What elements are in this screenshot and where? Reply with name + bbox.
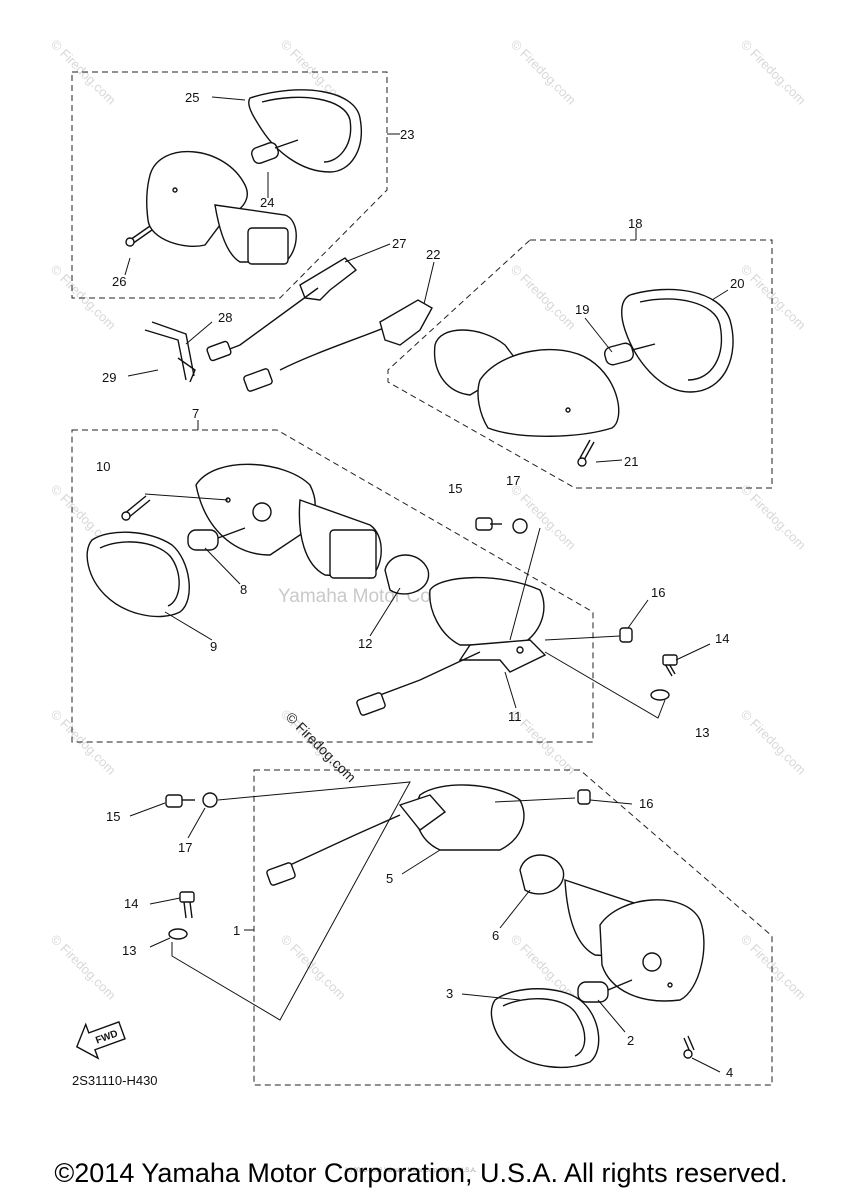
watermark-tile: © Firedog.com (738, 37, 809, 108)
lens-20 (621, 288, 734, 393)
bracket-11 (429, 576, 545, 646)
callout-27: 27 (392, 236, 406, 251)
grommet-6 (519, 854, 565, 895)
wire-harness-upper (127, 287, 409, 392)
assembly-7 (71, 420, 711, 743)
watermark-tile: © Firedog.com (48, 932, 119, 1003)
callout-21: 21 (624, 454, 638, 469)
watermark-tile: © Firedog.com (48, 262, 119, 333)
callout-1: 1 (233, 923, 240, 938)
bracket-27 (299, 257, 358, 301)
fwd-arrow-icon: FWD (75, 1021, 126, 1060)
bracket-22 (379, 299, 433, 346)
watermark-tile: © Firedog.com (738, 707, 809, 778)
lens-25 (248, 89, 362, 173)
clip-28 (177, 357, 196, 383)
callout-9: 9 (210, 639, 217, 654)
callout-8: 8 (240, 582, 247, 597)
callout-2: 2 (627, 1033, 634, 1048)
watermark-tile: © Firedog.com (508, 262, 579, 333)
callout-4: 4 (726, 1065, 733, 1080)
assembly-23 (71, 71, 400, 301)
callout-5: 5 (386, 871, 393, 886)
callout-24: 24 (260, 195, 274, 210)
callout-17: 17 (178, 840, 192, 855)
assembly-1 (129, 769, 773, 1086)
callout-26: 26 (112, 274, 126, 289)
callout-11: 11 (508, 709, 522, 724)
watermark-tile: © Firedog.com (738, 932, 809, 1003)
callout-13: 13 (122, 943, 136, 958)
assembly-18 (379, 228, 773, 489)
grommet-12 (384, 554, 430, 595)
group-box-23 (71, 71, 388, 299)
watermark-tile: © Firedog.com (738, 482, 809, 553)
callout-14: 14 (715, 631, 729, 646)
callout-12: 12 (358, 636, 372, 651)
callout-7: 7 (192, 406, 199, 421)
callout-3: 3 (446, 986, 453, 1001)
housing-18 (477, 348, 620, 437)
callout-19: 19 (575, 302, 589, 317)
housing-1 (599, 899, 705, 1002)
callout-13: 13 (695, 725, 709, 740)
callout-25: 25 (185, 90, 199, 105)
lens-9 (86, 531, 190, 618)
callout-22: 22 (426, 247, 440, 262)
group-box-1 (253, 769, 773, 1086)
callout-15: 15 (448, 481, 462, 496)
copyright-footer: ©2014 Yamaha Motor Corporation, U.S.A. A… (54, 1158, 788, 1188)
callout-6: 6 (492, 928, 499, 943)
watermark-firedog: © Firedog.com (283, 709, 359, 785)
watermark-tile: © Firedog.com (738, 262, 809, 333)
callout-15: 15 (106, 809, 120, 824)
callout-18: 18 (628, 216, 642, 231)
callout-23: 23 (400, 127, 414, 142)
watermark-tile: © Firedog.com (278, 932, 349, 1003)
callout-10: 10 (96, 459, 110, 474)
callouts: 1 2 3 4 5 6 7 8 9 10 11 12 13 13 14 14 1… (96, 90, 744, 1080)
diagram-code: 2S31110-H430 (72, 1073, 158, 1088)
callout-14: 14 (124, 896, 138, 911)
callout-29: 29 (102, 370, 116, 385)
callout-28: 28 (218, 310, 232, 325)
group-box-7 (71, 429, 594, 743)
callout-20: 20 (730, 276, 744, 291)
tiny-notice: (c) 2005-2016 Yamaha Motor Corporation, … (345, 1168, 477, 1174)
callout-16: 16 (639, 796, 653, 811)
watermark-tile: © Firedog.com (508, 37, 579, 108)
callout-16: 16 (651, 585, 665, 600)
clamp-29 (144, 321, 195, 381)
callout-17: 17 (506, 473, 520, 488)
group-box-18 (387, 239, 773, 489)
watermark-tile: © Firedog.com (508, 482, 579, 553)
